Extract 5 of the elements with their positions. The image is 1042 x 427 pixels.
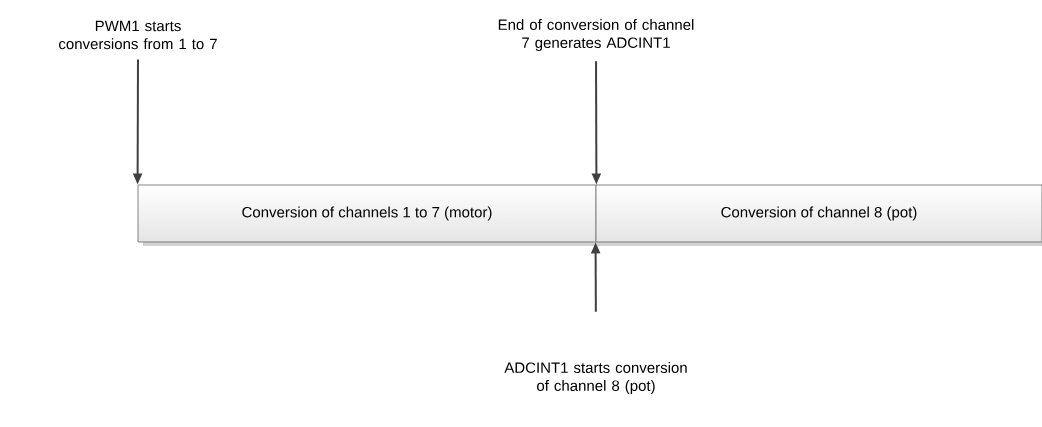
time-slot-box: Conversion of channel 8 (pot)	[595, 184, 1042, 246]
annotation-text: PWM1 starts conversions from 1 to 7	[59, 20, 217, 50]
annotation-text: End of conversion of channel 7 generates ADCINT1	[498, 19, 694, 51]
annotation-text: ADCINT1 starts conversion of channel 8 (pot)	[504, 362, 687, 394]
time-slot-box: Conversion of channels 1 to 7 (motor)	[137, 184, 601, 246]
